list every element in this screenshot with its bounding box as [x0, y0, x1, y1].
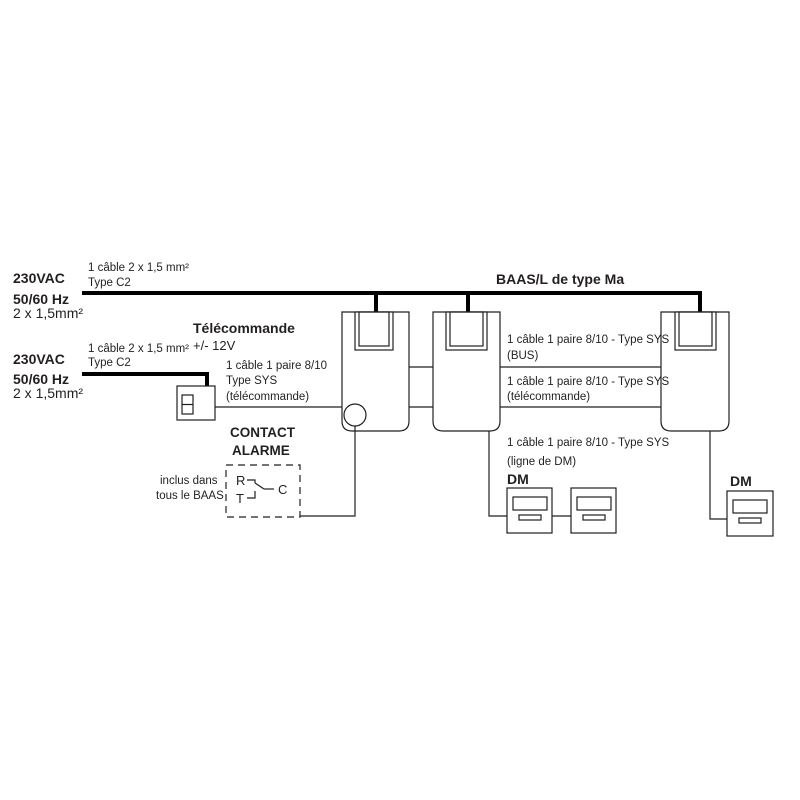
baas-unit-2: [432, 311, 501, 432]
telecommande-voltage: +/- 12V: [193, 338, 236, 353]
telecommande-cable-l3: (télécommande): [226, 391, 309, 403]
dm-line-label-l2: (ligne de DM): [507, 456, 576, 468]
power-line-2: [82, 372, 209, 387]
baas-unit-1: [341, 311, 410, 432]
baas-unit-3: [660, 311, 730, 432]
contact-c-label: C: [278, 482, 287, 497]
bus-label-l2: (BUS): [507, 350, 538, 362]
contact-t-label: T: [236, 491, 244, 506]
power1-section: 2 x 1,5mm²: [13, 305, 83, 321]
power2-section: 2 x 1,5mm²: [13, 385, 83, 401]
power2-frequency: 50/60 Hz: [13, 371, 69, 387]
bus-label-l1: 1 câble 1 paire 8/10 - Type SYS: [507, 334, 669, 346]
contact-title-l2: ALARME: [232, 443, 290, 458]
power-line-1: [82, 291, 702, 313]
dm-label-2: DM: [730, 473, 752, 489]
telecommande-cable-l2: Type SYS: [226, 375, 277, 387]
baas-title: BAAS/L de type Ma: [496, 271, 624, 287]
tele-link-label-l1: 1 câble 1 paire 8/10 - Type SYS: [507, 376, 669, 388]
dm-line-label-l1: 1 câble 1 paire 8/10 - Type SYS: [507, 437, 669, 449]
power1-frequency: 50/60 Hz: [13, 291, 69, 307]
contact-title-l1: CONTACT: [230, 425, 296, 440]
telecommande-device: [176, 385, 216, 421]
contact-r-label: R: [236, 473, 245, 488]
contact-note-l2: tous le BAAS: [156, 490, 224, 502]
contact-note-l1: inclus dans: [160, 475, 218, 487]
power2-cable-type: Type C2: [88, 357, 131, 369]
dm-label-1: DM: [507, 471, 529, 487]
power1-voltage: 230VAC: [13, 270, 65, 286]
power1-cable: 1 câble 2 x 1,5 mm²: [88, 262, 189, 274]
contact-alarm-box: R T C: [225, 464, 301, 518]
telecommande-title: Télécommande: [193, 320, 295, 336]
sys-links: [215, 366, 727, 520]
power2-voltage: 230VAC: [13, 351, 65, 367]
dm-device-2: [570, 487, 617, 534]
tele-link-label-l2: (télécommande): [507, 391, 590, 403]
power2-cable: 1 câble 2 x 1,5 mm²: [88, 343, 189, 355]
dm-device-3: [726, 490, 774, 537]
alarm-contact-circle: [343, 403, 367, 427]
telecommande-cable-l1: 1 câble 1 paire 8/10: [226, 360, 327, 372]
dm-device-1: [506, 487, 553, 534]
power1-cable-type: Type C2: [88, 277, 131, 289]
